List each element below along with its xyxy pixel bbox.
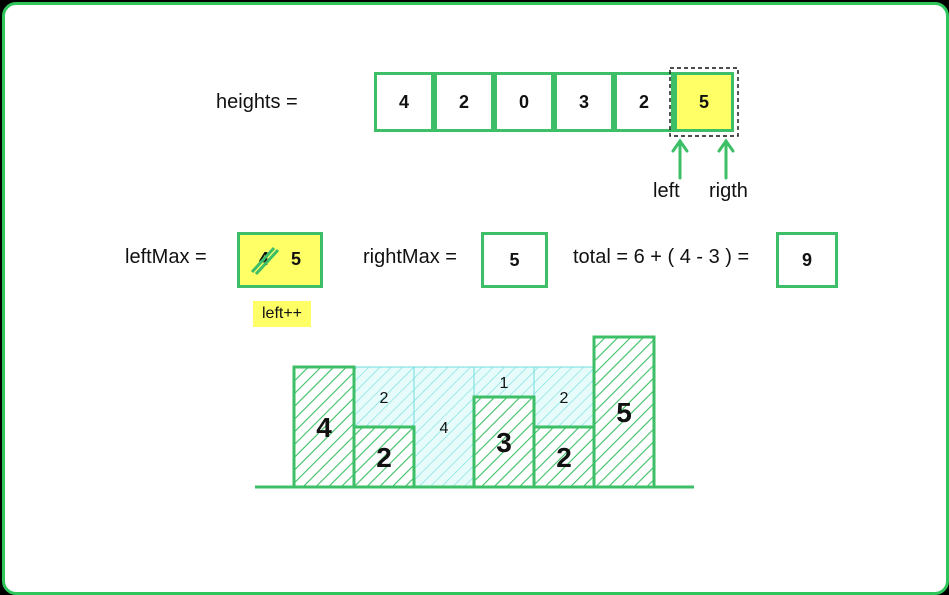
water-label: 4 bbox=[440, 420, 449, 437]
bar bbox=[352, 425, 416, 489]
left-max-value: 5 bbox=[291, 249, 302, 269]
left-pointer-label: left bbox=[653, 180, 680, 202]
water-label: 1 bbox=[500, 375, 509, 392]
left-increment-note: left++ bbox=[253, 301, 311, 327]
strike-icon bbox=[250, 246, 280, 276]
total-label: total = 6 + ( 4 - 3 ) = bbox=[573, 246, 750, 268]
right-max-label: rightMax = bbox=[363, 246, 457, 268]
heights-cell: 4 bbox=[374, 72, 434, 132]
right-pointer-label: rigth bbox=[709, 180, 748, 202]
bar bbox=[292, 365, 356, 489]
bar-label: 4 bbox=[316, 412, 332, 443]
total-box: 9 bbox=[776, 232, 838, 288]
heights-cell: 3 bbox=[554, 72, 614, 132]
bar-label: 3 bbox=[496, 427, 512, 458]
bar-label: 2 bbox=[376, 442, 392, 473]
heights-cell: 2 bbox=[434, 72, 494, 132]
right-pointer-arrow bbox=[717, 138, 735, 180]
right-max-box: 5 bbox=[481, 232, 548, 288]
water-label: 2 bbox=[560, 390, 569, 407]
heights-label: heights = bbox=[216, 91, 298, 113]
water-area bbox=[353, 366, 415, 428]
bar-label: 5 bbox=[616, 397, 632, 428]
water-area bbox=[473, 366, 535, 398]
water-area bbox=[533, 366, 595, 428]
current-cell-highlight bbox=[669, 67, 739, 137]
left-max-label: leftMax = bbox=[125, 246, 207, 268]
bar bbox=[592, 335, 656, 489]
heights-cell-current: 5 bbox=[674, 72, 734, 132]
water-label: 2 bbox=[380, 390, 389, 407]
water-area bbox=[413, 366, 475, 488]
heights-cell: 2 bbox=[614, 72, 674, 132]
left-pointer-arrow bbox=[671, 138, 689, 180]
left-max-box: 4 5 bbox=[237, 232, 323, 288]
bar-label: 2 bbox=[556, 442, 572, 473]
heights-cell: 0 bbox=[494, 72, 554, 132]
